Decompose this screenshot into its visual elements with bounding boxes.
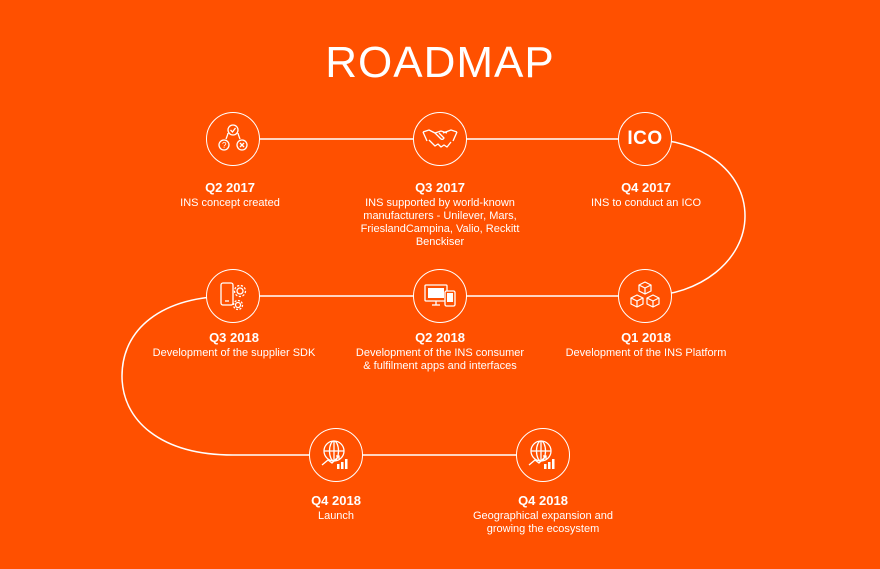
milestone-description: INS supported by world-known manufacture… <box>360 197 520 248</box>
decision-process-icon: ? <box>206 112 260 166</box>
blocks-platform-icon <box>618 269 672 323</box>
milestone-description: INS to conduct an ICO <box>590 197 702 209</box>
milestone-label: Q3 2017 INS supported by world-known man… <box>355 180 525 249</box>
handshake-icon <box>413 112 467 166</box>
milestone-label: Q4 2018 Launch <box>251 493 421 523</box>
milestone-quarter: Q2 2018 <box>415 330 465 345</box>
globe-growth-icon <box>309 428 363 482</box>
ico-icon: ICO <box>618 112 672 166</box>
milestone-label: Q2 2018 Development of the INS consumer … <box>355 330 525 373</box>
milestone-description: Development of the INS consumer & fulfil… <box>355 347 525 372</box>
page-title: ROADMAP <box>325 38 555 87</box>
globe-growth-icon <box>516 428 570 482</box>
milestone-quarter: Q4 2018 <box>518 493 568 508</box>
svg-text:?: ? <box>222 141 227 150</box>
milestone-label: Q4 2017 INS to conduct an ICO <box>561 180 731 210</box>
milestone-description: INS concept created <box>180 197 280 209</box>
milestone-label: Q4 2018 Geographical expansion and growi… <box>458 493 628 536</box>
milestone-label: Q1 2018 Development of the INS Platform <box>561 330 731 360</box>
milestone-description: Geographical expansion and growing the e… <box>472 510 614 535</box>
milestone-quarter: Q3 2018 <box>209 330 259 345</box>
milestone-quarter: Q2 2017 <box>205 180 255 195</box>
devices-icon <box>413 269 467 323</box>
milestone-description: Launch <box>317 510 355 522</box>
milestone-quarter: Q4 2017 <box>621 180 671 195</box>
ico-icon-text: ICO <box>627 128 663 149</box>
milestone-quarter: Q1 2018 <box>621 330 671 345</box>
phone-gears-icon <box>206 269 260 323</box>
milestone-description: Development of the supplier SDK <box>152 347 316 359</box>
milestone-quarter: Q3 2017 <box>415 180 465 195</box>
milestone-quarter: Q4 2018 <box>311 493 361 508</box>
milestone-description: Development of the INS Platform <box>565 347 727 359</box>
milestone-label: Q2 2017 INS concept created <box>145 180 315 210</box>
milestone-label: Q3 2018 Development of the supplier SDK <box>149 330 319 360</box>
